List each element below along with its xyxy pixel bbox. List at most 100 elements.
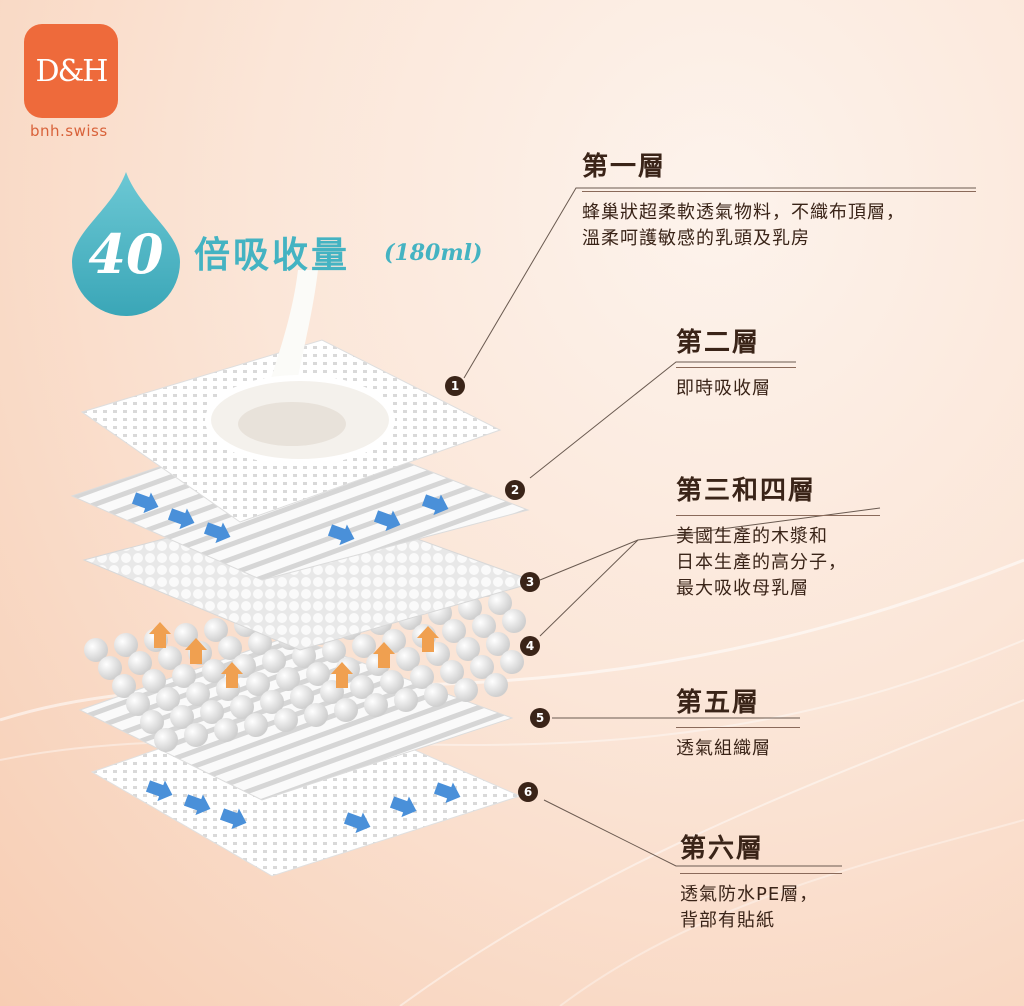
blue-arrow-icon <box>327 524 355 546</box>
absorbent-ball <box>410 665 434 689</box>
layer-6-label: 第六層 透氣防水PE層， 背部有貼紙 <box>680 828 842 934</box>
absorbent-ball <box>126 692 150 716</box>
absorbent-ball <box>292 644 316 668</box>
absorbent-ball <box>306 662 330 686</box>
absorbent-ball <box>380 670 404 694</box>
absorbent-ball <box>456 637 480 661</box>
absorbent-ball <box>218 636 242 660</box>
blue-arrow-icon <box>421 494 449 516</box>
absorbent-ball <box>352 634 376 658</box>
badge-5: 5 <box>530 708 550 728</box>
layer-1-desc-line: 蜂巢狀超柔軟透氣物料，不織布頂層， <box>582 202 905 223</box>
blue-arrow-icon <box>219 808 247 830</box>
absorbent-ball <box>334 698 358 722</box>
layer-2-title: 第二層 <box>676 328 761 358</box>
badge-3-text: 3 <box>526 575 534 589</box>
orange-arrow-icon <box>149 622 171 648</box>
blue-arrow-icon <box>389 796 417 818</box>
absorbent-ball <box>424 683 448 707</box>
absorbent-ball <box>246 672 270 696</box>
orange-arrow-icon <box>417 626 439 652</box>
absorbent-ball <box>156 687 180 711</box>
layer-5-label: 第五層 透氣組織層 <box>676 682 800 762</box>
absorbent-ball <box>440 660 464 684</box>
absorbent-ball <box>114 633 138 657</box>
headline-text: 倍吸收量 <box>194 235 351 276</box>
blue-arrow-icon <box>373 510 401 532</box>
milk-stream <box>262 270 318 410</box>
badge-4: 4 <box>520 636 540 656</box>
absorbent-ball <box>488 591 512 615</box>
absorbent-ball <box>128 651 152 675</box>
orange-arrow-icon <box>331 662 353 688</box>
absorbent-ball <box>364 693 388 717</box>
absorbent-ball <box>174 623 198 647</box>
absorbent-ball <box>484 673 508 697</box>
layer-1-desc-line: 溫柔呵護敏感的乳頭及乳房 <box>582 228 810 249</box>
layer-3-4-title: 第三和四層 <box>676 476 817 506</box>
layer-6-desc-line: 透氣防水PE層， <box>680 884 819 905</box>
blue-arrow-icon <box>343 812 371 834</box>
absorbent-ball <box>248 631 272 655</box>
absorbent-ball <box>276 667 300 691</box>
absorbent-ball <box>202 659 226 683</box>
absorbent-ball <box>394 688 418 712</box>
layer-1-label: 第一層 蜂巢狀超柔軟透氣物料，不織布頂層， 溫柔呵護敏感的乳頭及乳房 <box>582 146 976 252</box>
badge-3: 3 <box>520 572 540 592</box>
absorbent-ball <box>142 669 166 693</box>
absorbent-ball <box>486 632 510 656</box>
absorbent-ball <box>112 674 136 698</box>
absorbent-ball <box>84 638 108 662</box>
blue-flow-arrows <box>131 492 461 834</box>
badge-6-text: 6 <box>524 785 532 799</box>
badge-5-text: 5 <box>536 711 544 725</box>
absorbent-ball <box>214 718 238 742</box>
absorbent-ball <box>350 675 374 699</box>
badge-1: 1 <box>445 376 465 396</box>
absorbent-ball <box>396 647 420 671</box>
absorbent-ball <box>172 664 196 688</box>
absorbent-ball <box>502 609 526 633</box>
absorbent-ball <box>470 655 494 679</box>
brand-logo: D&H <box>24 24 118 118</box>
leader-line-3 <box>539 539 639 581</box>
layer-3-4-desc: 美國生產的木漿和 日本生產的高分子， 最大吸收母乳層 <box>676 524 880 602</box>
absorbent-ball <box>260 690 284 714</box>
badge-1-text: 1 <box>451 379 459 393</box>
absorbent-ball <box>230 695 254 719</box>
layer-1-title: 第一層 <box>582 152 667 182</box>
absorbent-ball <box>158 646 182 670</box>
absorbent-ball <box>140 710 164 734</box>
absorbent-ball <box>454 678 478 702</box>
headline-volume: (180ml) <box>384 240 483 266</box>
orange-arrow-icon <box>373 642 395 668</box>
leader-line-6 <box>543 799 842 867</box>
badge-4-text: 4 <box>526 639 534 653</box>
layer-1-rule <box>582 191 976 192</box>
absorbent-ball <box>170 705 194 729</box>
orange-arrow-icon <box>185 638 207 664</box>
blue-arrow-icon <box>145 780 173 802</box>
absorbent-ball <box>274 708 298 732</box>
blue-arrow-icon <box>167 508 195 530</box>
absorbent-ball <box>204 618 228 642</box>
absorbent-ball <box>304 703 328 727</box>
absorbent-ball <box>186 682 210 706</box>
layer-5-desc: 透氣組織層 <box>676 736 800 762</box>
leader-line-2 <box>529 361 796 479</box>
brand-url: bnh.swiss <box>30 122 108 140</box>
orange-arrow-icon <box>221 662 243 688</box>
layer-5-desc-line: 透氣組織層 <box>676 738 771 759</box>
badge-2: 2 <box>505 480 525 500</box>
absorbent-ball <box>322 639 346 663</box>
layer-2-label: 第二層 即時吸收層 <box>676 322 796 402</box>
leader-line-4 <box>539 507 881 637</box>
absorbent-ball <box>262 649 286 673</box>
leader-line-1 <box>463 187 976 379</box>
orange-flow-arrows <box>149 622 439 688</box>
blue-arrow-icon <box>203 522 231 544</box>
absorbent-ball <box>472 614 496 638</box>
layer-3-4-desc-line: 日本生產的高分子， <box>676 552 847 573</box>
